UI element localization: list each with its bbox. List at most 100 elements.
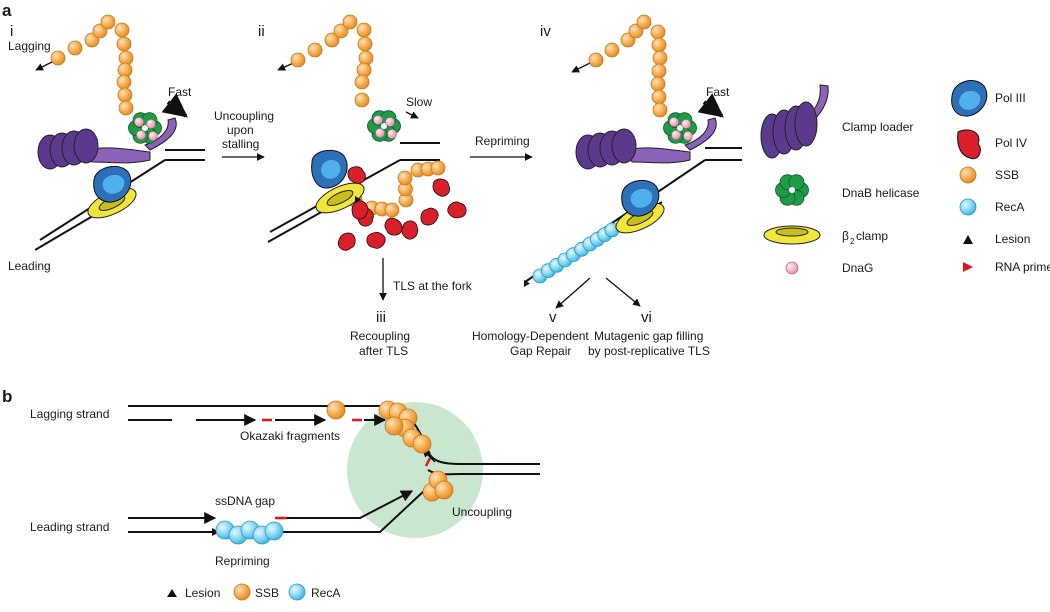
clamp-loader-iv — [575, 117, 717, 170]
reca-legend-label: RecA — [995, 200, 1024, 214]
pol-iv — [432, 178, 451, 197]
tls-label: TLS at the fork — [393, 279, 473, 293]
ssdna-gap-label: ssDNA gap — [215, 494, 275, 508]
rna-primer-legend-icon — [963, 262, 973, 272]
ssb-bead — [588, 52, 604, 68]
ssb-bead — [342, 14, 358, 30]
slow-label: Slow — [406, 95, 432, 109]
dnag-primase — [669, 117, 679, 127]
dnab-pore — [677, 125, 683, 131]
recoupling-label-1: Recoupling — [350, 329, 410, 343]
ssb-bead — [384, 202, 400, 218]
ssb-bead — [651, 63, 667, 79]
ssb-bead — [356, 22, 372, 38]
pol-iv-group — [337, 166, 467, 251]
clamp-loader-legend-label: Clamp loader — [842, 120, 913, 134]
dnab-helicase-ii — [367, 110, 401, 142]
fast-arrow — [161, 93, 188, 118]
hdgr-arrow — [555, 277, 591, 309]
beta-clamp-legend-subscript: 2 — [850, 237, 855, 246]
okazaki-label: Okazaki fragments — [240, 429, 340, 443]
ssb-bead — [333, 23, 349, 39]
ssb-bead — [652, 50, 668, 66]
pol-iv — [347, 166, 366, 184]
repriming-label: Repriming — [475, 134, 530, 148]
mut-label-1: Mutagenic gap filling — [594, 329, 703, 343]
ssb-bead — [412, 434, 432, 454]
pol-iv — [351, 200, 369, 220]
leading-label: Leading — [8, 259, 51, 273]
uncoupling-label-2: upon — [227, 123, 254, 137]
beta-clamp-legend-symbol: β — [842, 229, 849, 243]
ssb-bead — [430, 160, 446, 176]
pol-iv — [420, 207, 439, 226]
ssb-bead — [636, 14, 652, 30]
dnab-subunit — [788, 174, 805, 191]
recA-bead — [264, 521, 284, 541]
ssb-bead — [384, 416, 404, 436]
panel-a-letter: a — [2, 1, 12, 20]
ssb-bead — [116, 74, 132, 90]
ssb-bead — [434, 480, 454, 500]
tls-gap-arrow — [605, 277, 641, 307]
repriming-label-b: Repriming — [215, 554, 270, 568]
ssb-bead — [650, 76, 666, 92]
ssb-bead — [50, 50, 66, 66]
lesion-icon — [355, 196, 361, 203]
legend-b: Lesion SSB RecA — [167, 583, 340, 601]
lesion-legend-label-b: Lesion — [185, 586, 220, 600]
step-iv-label: iv — [540, 23, 551, 40]
uncoupling-label-1: Uncoupling — [214, 109, 274, 123]
ssb-single — [326, 400, 346, 420]
reca-filament — [532, 222, 620, 284]
pol-iv — [366, 231, 386, 249]
ssb-legend-icon-b — [233, 583, 251, 601]
dnag-legend-icon — [785, 261, 799, 275]
ssb-bead — [650, 24, 666, 40]
dnag-primase — [148, 131, 158, 141]
dnab-legend-icon — [775, 174, 809, 206]
dnag-primase — [681, 119, 691, 129]
ssb-bead — [116, 36, 132, 52]
ssb-bead — [307, 42, 323, 58]
rna-primer-legend-label: RNA primer — [995, 260, 1050, 274]
ssb-bead — [652, 102, 668, 118]
rna-primer-3 — [424, 457, 432, 467]
dnag-primase — [385, 117, 395, 127]
ssb-bead — [651, 37, 667, 53]
ssb-bead — [67, 40, 83, 56]
uncoupling-label-b: Uncoupling — [452, 505, 512, 519]
ssb-legend-label-b: SSB — [255, 586, 279, 600]
ssb-legend-label: SSB — [995, 168, 1019, 182]
beta-clamp-legend-icon — [763, 225, 821, 245]
ssb-cluster-leading — [422, 470, 454, 502]
reca-legend-label-b: RecA — [311, 586, 340, 600]
pol-iii — [93, 165, 132, 203]
fast-arrow-iv — [697, 93, 724, 118]
pol-iii-iv — [621, 179, 660, 217]
ssb-bead — [114, 22, 130, 38]
fork-iv: Fast — [524, 14, 742, 287]
lesion-icon-iv — [524, 280, 530, 287]
pol-iv-legend-icon — [957, 129, 981, 160]
pol-iv — [401, 220, 419, 240]
pol-iii-legend-label: Pol III — [995, 91, 1026, 105]
step-i-label: i — [10, 23, 13, 40]
fast-label: Fast — [168, 85, 192, 99]
ssb-cluster-lagging — [378, 400, 432, 454]
lagging-label: Lagging — [8, 39, 51, 53]
ssb-bead — [354, 92, 370, 108]
ssb-bead — [651, 89, 667, 105]
ssb-bead — [354, 74, 370, 90]
dnag-primase — [136, 130, 146, 140]
mut-label-2: by post-replicative TLS — [588, 344, 710, 358]
dnab-helicase — [128, 112, 162, 144]
dnag-primase — [671, 130, 681, 140]
ssb-bead — [290, 52, 306, 68]
dnag-legend-label: DnaG — [842, 261, 873, 275]
lesion-legend-icon — [963, 235, 973, 244]
ssb-bead — [118, 100, 134, 116]
dnag-primase — [683, 131, 693, 141]
uncoupling-zone — [347, 402, 483, 538]
